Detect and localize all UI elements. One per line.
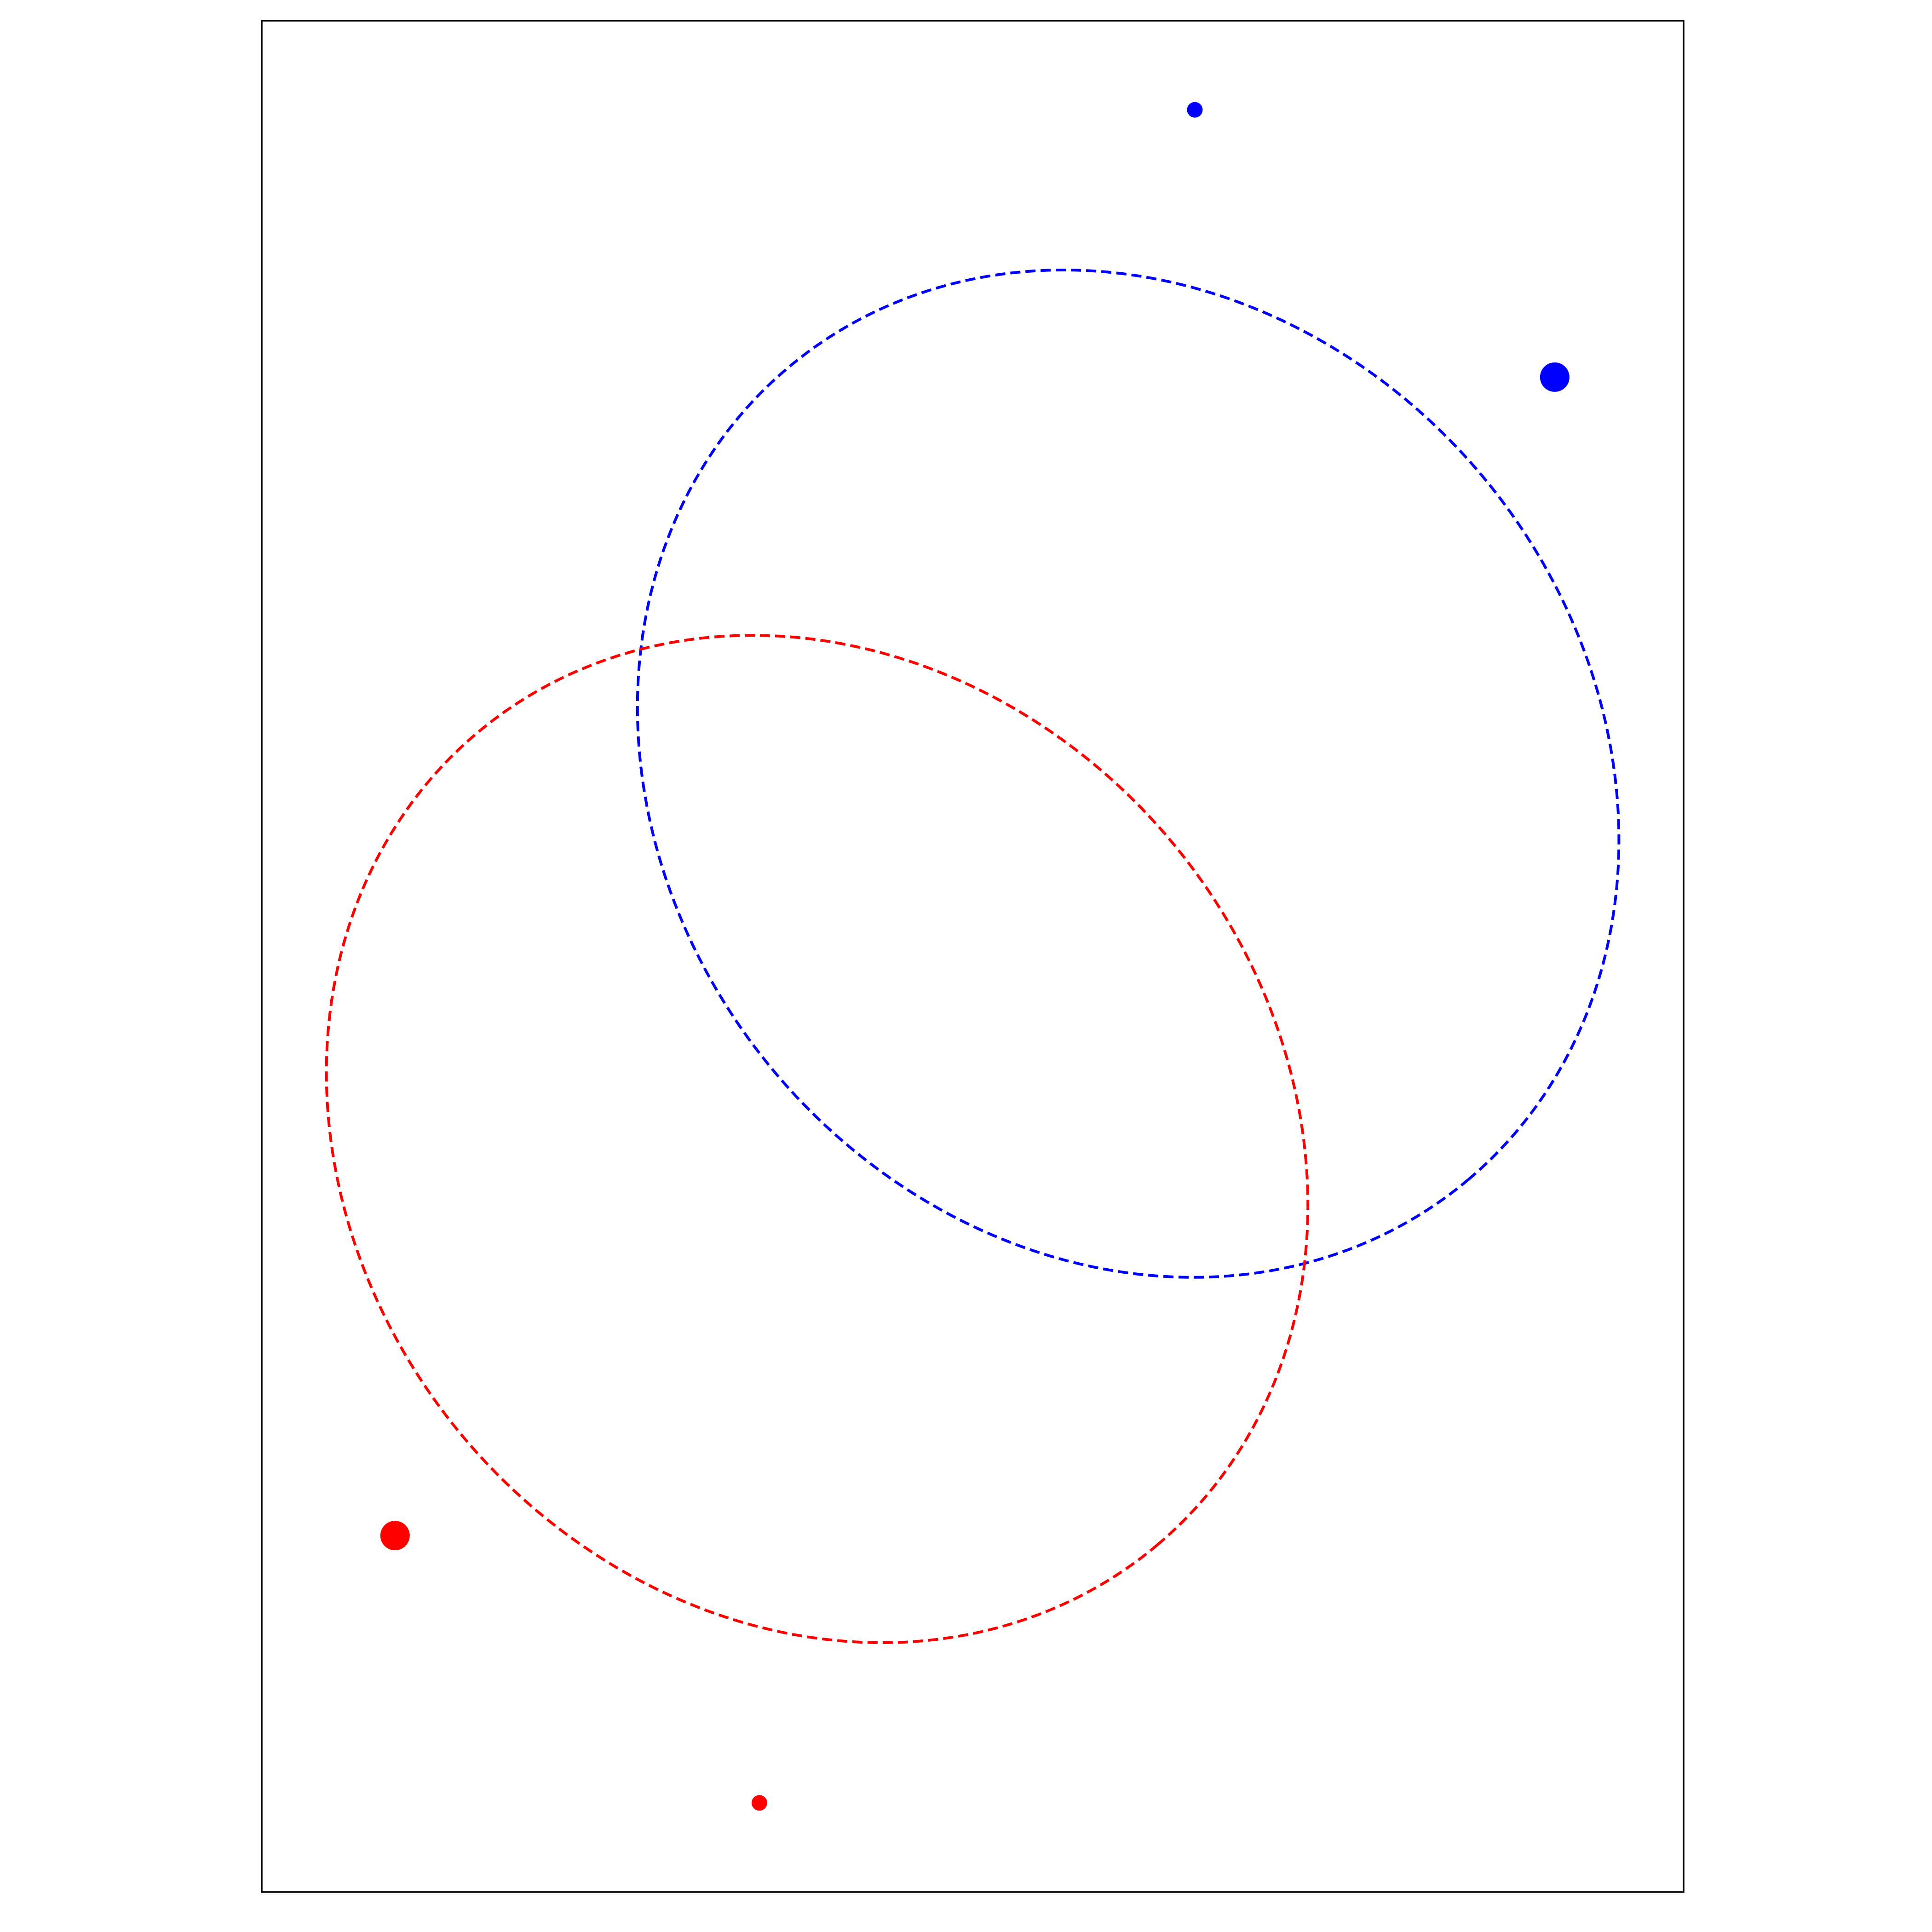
plot-area bbox=[325, 102, 1621, 1811]
orbit-2-point-1 bbox=[380, 1521, 410, 1551]
orbit-1-point-1 bbox=[1540, 362, 1570, 392]
orbit-path-2 bbox=[325, 634, 1310, 1644]
orbit-2-point-2 bbox=[751, 1795, 767, 1811]
orbit-path-1 bbox=[636, 268, 1621, 1279]
orbit-1-point-2 bbox=[1187, 102, 1203, 118]
axes-frame bbox=[261, 20, 1685, 1893]
